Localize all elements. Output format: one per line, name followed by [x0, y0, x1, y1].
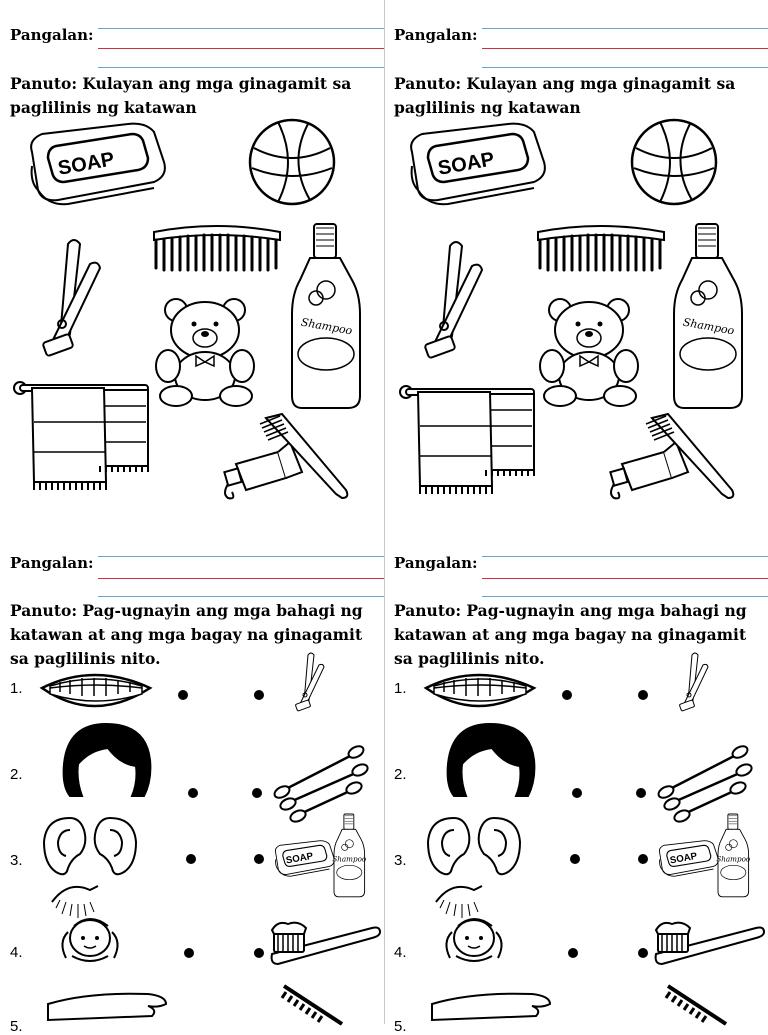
name-line-blue-top	[98, 28, 384, 29]
shower-illustration	[435, 885, 503, 962]
match-dot-left-2[interactable]	[572, 788, 582, 798]
nail-clipper-illustration	[41, 239, 101, 358]
shampoo-label: Shampoo	[332, 855, 367, 864]
item-number: 1.	[394, 680, 407, 697]
match-dot-right-3[interactable]	[638, 854, 648, 864]
name-label: Pangalan:	[10, 554, 94, 572]
item-number: 3.	[10, 852, 23, 869]
shampoo-bottle-illustration: Shampoo	[291, 223, 361, 409]
shampoo-bottle-illustration: Shampoo	[673, 223, 743, 409]
name-line-red[interactable]	[98, 578, 384, 579]
name-line-red[interactable]	[482, 48, 768, 49]
soap-label: SOAP	[669, 851, 698, 867]
instruction-text: Panuto: Pag-ugnayin ang mga bahagi ng ka…	[10, 601, 363, 668]
item-number: 2.	[394, 766, 407, 783]
soap-illustration: SOAP	[29, 122, 167, 206]
match-dot-right-2[interactable]	[252, 788, 262, 798]
worksheet-matching-right: Pangalan: Panuto: Pag-ugnayin ang mga ba…	[384, 534, 768, 1035]
instruction-text: Panuto: Kulayan ang mga ginagamit sa pag…	[10, 74, 352, 117]
name-line-blue-top	[98, 556, 384, 557]
match-dot-right-1[interactable]	[638, 690, 648, 700]
hair-illustration	[446, 723, 536, 797]
toothbrush-illustration	[270, 921, 381, 965]
hand-illustration	[47, 992, 167, 1021]
teeth-illustration	[40, 673, 152, 708]
soap-label: SOAP	[285, 851, 314, 867]
match-dot-right-4[interactable]	[254, 948, 264, 958]
soap-illustration: SOAP	[274, 840, 335, 877]
match-dot-left-3[interactable]	[570, 854, 580, 864]
match-dot-left-1[interactable]	[562, 690, 572, 700]
match-dot-left-4[interactable]	[568, 948, 578, 958]
item-number: 3.	[394, 852, 407, 869]
hand-illustration	[431, 992, 551, 1021]
name-line-blue-bottom	[482, 596, 768, 597]
nail-clipper-illustration	[294, 652, 325, 712]
comb-illustration	[536, 224, 666, 272]
soap-illustration: SOAP	[409, 122, 547, 206]
match-dot-right-4[interactable]	[638, 948, 648, 958]
hair-illustration	[62, 723, 152, 797]
comb-illustration	[280, 984, 344, 1026]
nail-clipper-illustration	[678, 652, 709, 712]
ears-illustration	[427, 817, 521, 876]
shampoo-label: Shampoo	[716, 855, 751, 864]
worksheet-coloring-left: Pangalan: Panuto: Kulayan ang mga ginaga…	[0, 0, 384, 530]
name-line-blue-bottom	[482, 67, 768, 68]
shampoo-bottle-illustration: Shampoo	[332, 813, 367, 898]
nail-clipper-illustration	[423, 241, 483, 360]
match-dot-right-3[interactable]	[254, 854, 264, 864]
name-label: Pangalan:	[10, 26, 94, 44]
towel-rack-illustration	[399, 385, 535, 495]
name-line-red[interactable]	[98, 48, 384, 49]
name-line-blue-bottom	[98, 596, 384, 597]
item-number: 4.	[10, 944, 23, 961]
item-number: 4.	[394, 944, 407, 961]
instruction-text: Panuto: Pag-ugnayin ang mga bahagi ng ka…	[394, 601, 747, 668]
comb-illustration	[152, 224, 282, 272]
basketball-illustration	[248, 118, 336, 206]
name-line-blue-top	[482, 556, 768, 557]
item-number: 2.	[10, 766, 23, 783]
worksheet-coloring-right: Pangalan: Panuto: Kulayan ang mga ginaga…	[384, 0, 768, 530]
match-dot-left-3[interactable]	[186, 854, 196, 864]
match-dot-right-2[interactable]	[636, 788, 646, 798]
soap-illustration: SOAP	[658, 840, 719, 877]
matching-illustrations: SOAP Shampoo	[40, 652, 381, 1026]
item-number: 5.	[394, 1018, 407, 1035]
toothbrush-illustration	[654, 921, 765, 965]
match-dot-left-4[interactable]	[184, 948, 194, 958]
toothpaste-toothbrush-illustration	[609, 413, 735, 500]
cotton-buds-illustration	[655, 742, 755, 826]
item-number: 1.	[10, 680, 23, 697]
coloring-illustrations: SOAP Shampoo	[399, 118, 743, 500]
towel-rack-illustration	[13, 381, 149, 491]
coloring-illustrations: SOAP Shampoo	[13, 118, 361, 500]
ears-illustration	[43, 817, 137, 876]
instruction-text: Panuto: Kulayan ang mga ginagamit sa pag…	[394, 74, 736, 117]
name-label: Pangalan:	[394, 26, 478, 44]
cotton-buds-illustration	[271, 742, 371, 826]
item-number: 5.	[10, 1018, 23, 1035]
match-dot-left-1[interactable]	[178, 690, 188, 700]
name-line-blue-top	[482, 28, 768, 29]
comb-illustration	[664, 984, 728, 1026]
basketball-illustration	[630, 118, 718, 206]
shower-illustration	[51, 885, 119, 962]
name-line-red[interactable]	[482, 578, 768, 579]
matching-illustrations: SOAP Shampoo	[424, 652, 765, 1026]
match-dot-right-1[interactable]	[254, 690, 264, 700]
name-line-blue-bottom	[98, 67, 384, 68]
worksheet-matching-left: Pangalan: Panuto: Pag-ugnayin ang mga ba…	[0, 534, 384, 1035]
teeth-illustration	[424, 673, 536, 708]
teddy-bear-illustration	[539, 298, 639, 407]
toothpaste-toothbrush-illustration	[223, 413, 349, 500]
teddy-bear-illustration	[155, 298, 255, 407]
shampoo-bottle-illustration: Shampoo	[716, 813, 751, 898]
match-dot-left-2[interactable]	[188, 788, 198, 798]
page-divider	[384, 0, 385, 1024]
name-label: Pangalan:	[394, 554, 478, 572]
